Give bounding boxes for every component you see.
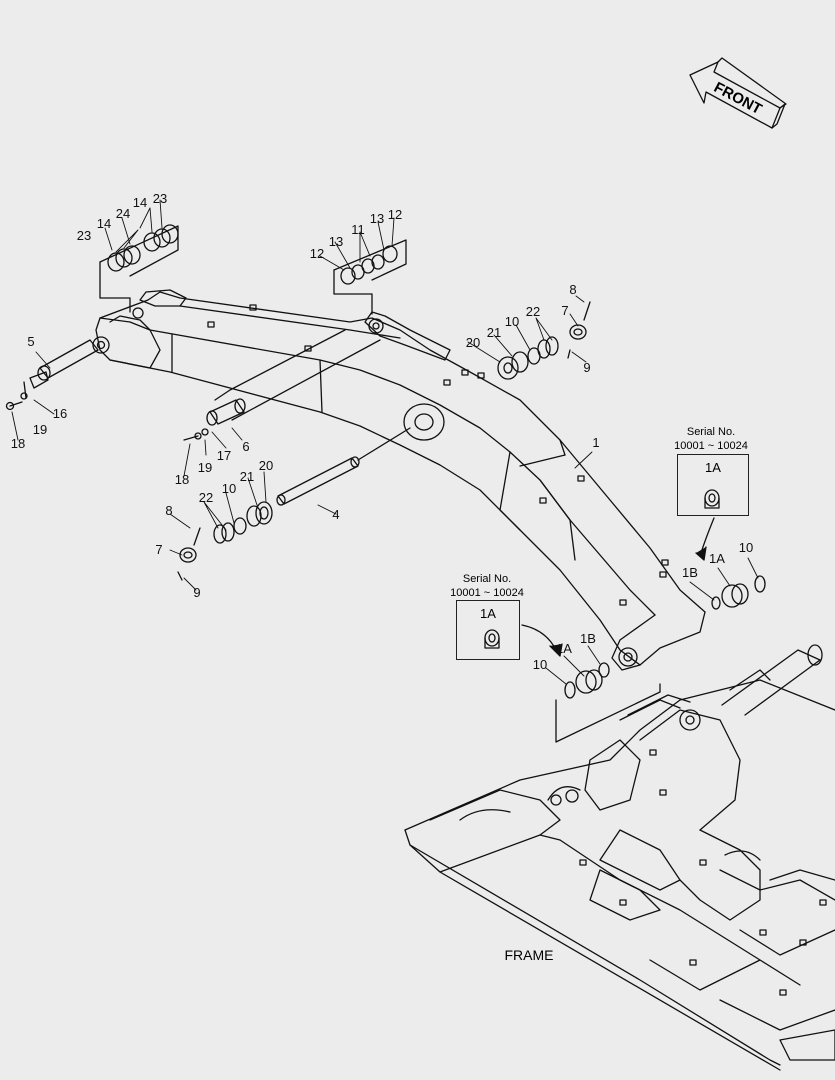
inset-left-serial-range: 10001 ~ 10024 [450, 587, 524, 599]
pin-5 [29, 339, 99, 389]
inset-right-serial-title: Serial No. [686, 426, 736, 438]
inset-right-parts [695, 489, 766, 610]
pin-4 [276, 427, 411, 506]
washer-stack-upper-right [497, 301, 591, 380]
callout-13b: 13 [369, 211, 385, 226]
callout-12b: 12 [387, 207, 403, 222]
callout-14b: 14 [132, 195, 148, 210]
inset-left-serial-title: Serial No. [462, 573, 512, 585]
callout-10c: 10 [532, 657, 548, 672]
callout-10b: 10 [221, 481, 237, 496]
callout-1: 1 [592, 435, 600, 450]
front-arrow-icon [689, 57, 787, 129]
callout-21a: 21 [486, 325, 502, 340]
callout-12a: 12 [309, 246, 325, 261]
callout-23a: 23 [76, 228, 92, 243]
callout-19b: 19 [197, 460, 213, 475]
callout-6: 6 [242, 439, 250, 454]
callout-17: 17 [216, 448, 232, 463]
callout-9a: 9 [583, 360, 591, 375]
callout-7a: 7 [561, 303, 569, 318]
inset-left-part-label: 1A [480, 606, 496, 621]
leader-lines [11, 199, 759, 685]
callout-19a: 19 [32, 422, 48, 437]
callout-1a-right: 1A [709, 551, 725, 566]
callout-16: 16 [52, 406, 68, 421]
callout-24: 24 [115, 206, 131, 221]
callout-11: 11 [351, 222, 365, 237]
callout-8a: 8 [569, 282, 577, 297]
washer-stack-lower-left [177, 501, 273, 581]
shim-group-top-middle [333, 239, 407, 315]
frame-label: FRAME [504, 947, 554, 963]
callout-8b: 8 [165, 503, 173, 518]
callout-7b: 7 [155, 542, 163, 557]
callout-23b: 23 [152, 191, 168, 206]
callout-4: 4 [332, 507, 340, 522]
boom-body [92, 289, 706, 671]
callout-22b: 22 [198, 490, 214, 505]
callout-1b-left: 1B [580, 631, 596, 646]
callout-5: 5 [27, 334, 35, 349]
upper-frame [404, 644, 835, 1071]
callout-13a: 13 [328, 234, 344, 249]
inset-left-parts [484, 624, 661, 743]
callout-21b: 21 [239, 469, 255, 484]
callout-9b: 9 [193, 585, 201, 600]
callout-22a: 22 [525, 304, 541, 319]
inset-right-part-label: 1A [705, 460, 721, 475]
fastener-16-19-18 [5, 381, 28, 411]
callout-14a: 14 [96, 216, 112, 231]
inset-right-box: 1A [677, 454, 749, 516]
inset-left-box: 1A [456, 600, 520, 660]
callout-1b-right: 1B [682, 565, 698, 580]
callout-18a: 18 [10, 436, 26, 451]
inset-right-serial-range: 10001 ~ 10024 [674, 440, 748, 452]
shim-group-top-left [99, 224, 179, 313]
callout-10a: 10 [504, 314, 520, 329]
callout-10d: 10 [738, 540, 754, 555]
callout-20a: 20 [465, 335, 481, 350]
callout-20b: 20 [258, 458, 274, 473]
pin-6 [183, 339, 381, 441]
callout-18b: 18 [174, 472, 190, 487]
callout-1a-left: 1A [556, 641, 572, 656]
